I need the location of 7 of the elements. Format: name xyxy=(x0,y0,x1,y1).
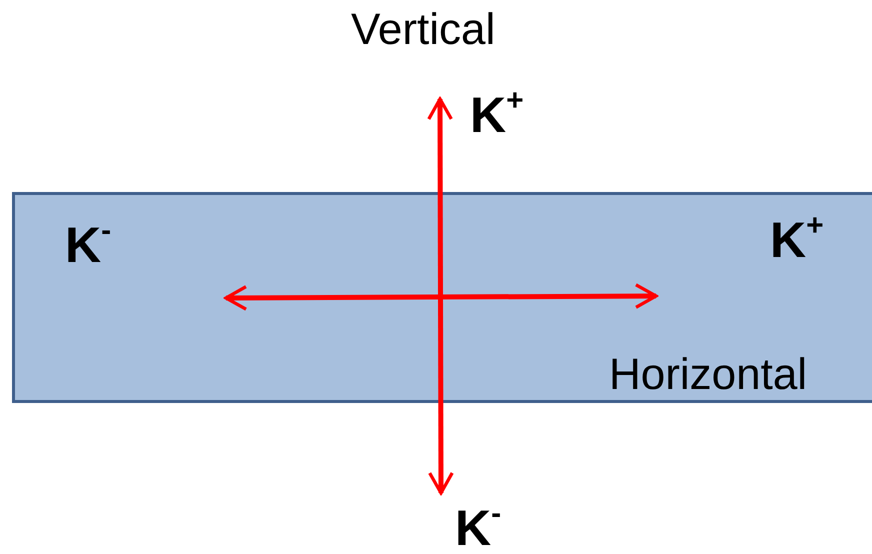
particle-label: K$^{+}$ xyxy=(470,90,524,140)
particle-label: K$^{+}$ xyxy=(770,215,824,265)
particle-label: K$^{-}$ xyxy=(65,220,112,270)
axis-label: Vertical xyxy=(351,8,496,52)
particle-label: K$^{-}$ xyxy=(455,503,502,553)
axis-label: Horizontal xyxy=(609,353,808,397)
band xyxy=(12,192,872,403)
